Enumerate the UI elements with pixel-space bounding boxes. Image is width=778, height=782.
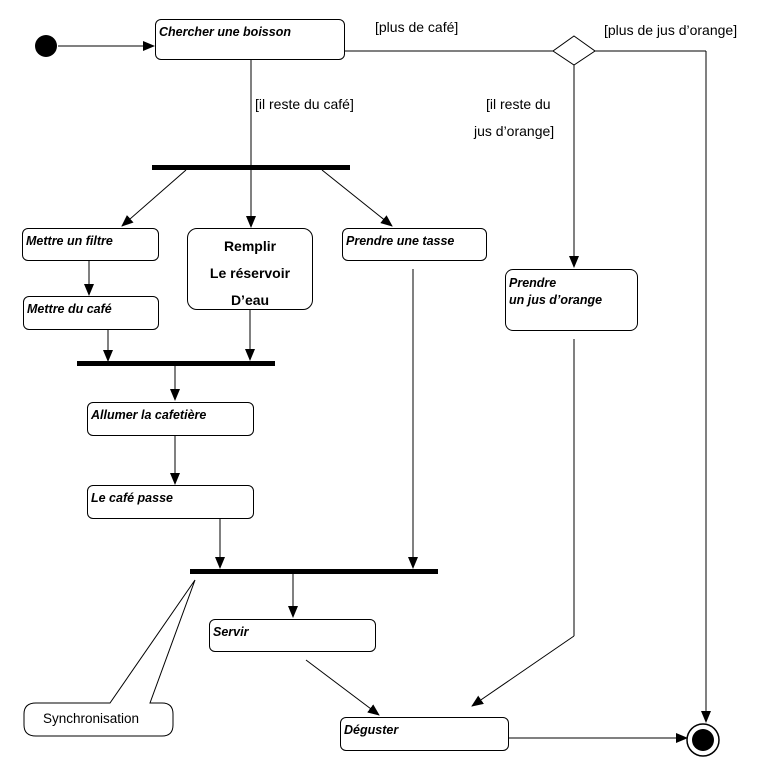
decision-node <box>552 35 596 66</box>
action-label-line: Le réservoir <box>209 265 291 281</box>
action-label-multiline: Remplir Le réservoir D’eau <box>188 233 312 314</box>
guard-plus-de-cafe: [plus de café] <box>375 19 459 35</box>
action-prendre-un-jus: Prendre un jus d’orange <box>505 269 638 331</box>
action-label: Servir <box>213 625 249 639</box>
action-label: Allumer la cafetière <box>91 408 207 422</box>
action-label: Déguster <box>344 723 399 737</box>
guard-il-reste-du-jus: [il reste du jus d’orange] <box>474 91 554 145</box>
action-label: Mettre un filtre <box>26 234 113 248</box>
action-label-line: D’eau <box>230 292 270 308</box>
action-label: Le café passe <box>91 491 173 505</box>
action-allumer-la-cafetiere: Allumer la cafetière <box>87 402 254 436</box>
initial-node <box>35 35 57 57</box>
edge-fork-to-tasse <box>321 169 393 227</box>
action-label: Prendre une tasse <box>346 234 455 248</box>
action-label: Mettre du café <box>27 302 112 316</box>
guard-line: jus d’orange] <box>474 123 555 139</box>
fork-bar-1 <box>152 165 350 170</box>
edge-jus-to-deguster <box>471 635 575 707</box>
guard-line: [il reste du <box>486 96 551 112</box>
action-mettre-un-filtre: Mettre un filtre <box>22 228 159 261</box>
action-servir: Servir <box>209 619 376 652</box>
guard-plus-de-jus: [plus de jus d’orange] <box>604 22 738 38</box>
sync-note-callout <box>23 579 196 737</box>
action-label-line: Prendre <box>509 276 557 290</box>
action-label-line: un jus d’orange <box>509 293 603 307</box>
action-le-cafe-passe: Le café passe <box>87 485 254 519</box>
action-deguster: Déguster <box>340 717 509 751</box>
action-mettre-du-cafe: Mettre du café <box>23 296 159 330</box>
final-node-inner <box>692 729 714 751</box>
action-label: Chercher une boisson <box>159 25 291 39</box>
edge-servir-to-deguster <box>305 659 380 716</box>
edge-fork-to-filtre <box>121 169 187 227</box>
join-bar-1 <box>77 361 275 366</box>
action-prendre-une-tasse: Prendre une tasse <box>342 228 487 261</box>
join-bar-2 <box>190 569 438 574</box>
synchronisation-note: Synchronisation <box>43 711 140 726</box>
action-label-multiline: Prendre un jus d’orange <box>509 275 602 309</box>
action-remplir-le-reservoir: Remplir Le réservoir D’eau <box>187 228 313 310</box>
action-chercher-une-boisson: Chercher une boisson <box>155 19 345 60</box>
guard-il-reste-du-cafe: [il reste du café] <box>255 96 354 112</box>
action-label-line: Remplir <box>223 238 277 254</box>
